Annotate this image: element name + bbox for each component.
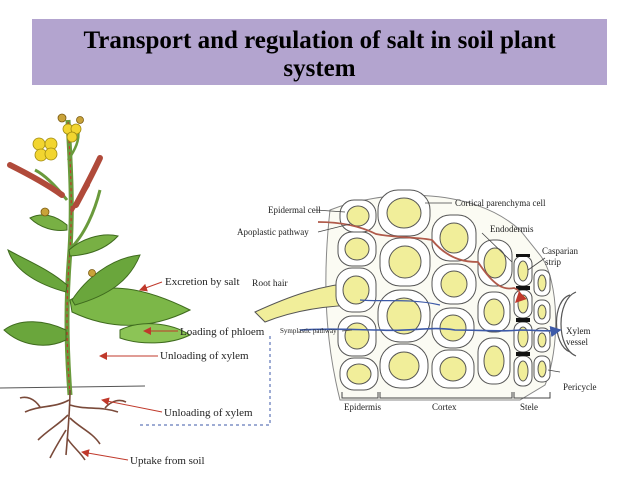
slide-title-line-2: system (283, 55, 356, 82)
symplastic-pathway-line (299, 326, 562, 338)
flower-bud (88, 269, 96, 277)
flower-bud (76, 116, 84, 124)
seed-pod (70, 183, 90, 212)
plant-arrows (81, 281, 178, 461)
label-pericycle: Pericycle (563, 382, 596, 392)
root-system (19, 389, 127, 461)
flower-bud (57, 113, 67, 123)
title-banner: Transport and regulation of salt in soil… (32, 19, 607, 85)
flower-bud (40, 207, 50, 217)
label-apoplastic-pathway: Apoplastic pathway (237, 227, 309, 237)
label-uptake-from-soil: Uptake from soil (130, 455, 205, 467)
flower (32, 137, 58, 162)
label-stele: Stele (520, 402, 538, 412)
leaf (7, 248, 68, 293)
label-epidermis: Epidermis (344, 402, 381, 412)
flower (62, 123, 82, 143)
casparian-strip (516, 254, 530, 356)
label-loading-of-phloem: Loading of phloem (180, 326, 265, 338)
label-vessel: vessel (566, 337, 588, 347)
xylem-vessel (555, 294, 571, 353)
label-cortex: Cortex (432, 402, 457, 412)
seed-pod (7, 162, 65, 198)
bracket-epidermis (341, 392, 379, 399)
slide-title-line-1: Transport and regulation of salt in soil… (83, 27, 556, 54)
apoplastic-pathway-line (317, 221, 519, 291)
label-strip: strip (545, 257, 562, 267)
cross-section-leaders (315, 202, 561, 373)
label-casparian: Casparian (542, 246, 578, 256)
plant-illustration (0, 113, 192, 461)
label-excretion-by-salt: Excretion by salt (165, 276, 240, 288)
soil-line (0, 385, 146, 389)
bracket-cortex (379, 392, 513, 399)
label-epidermal-cell: Epidermal cell (268, 205, 321, 215)
label-unloading-of-xylem-upper: Unloading of xylem (160, 350, 249, 362)
label-unloading-of-xylem-lower: Unloading of xylem (164, 407, 253, 419)
label-symplastic-pathway: Symplastic pathway (280, 327, 337, 335)
zoom-connector (140, 335, 271, 426)
label-endodermis: Endodermis (490, 224, 534, 234)
leaf (119, 323, 192, 344)
leaf (29, 214, 68, 231)
root-cross-section (254, 189, 577, 401)
bracket-stele (513, 392, 551, 399)
label-xylem: Xylem (566, 326, 591, 336)
leaf (68, 234, 119, 257)
label-cortical-parenchyma-cell: Cortical parenchyma cell (455, 198, 546, 208)
leaf (3, 321, 67, 346)
leaf (71, 254, 141, 306)
label-root-hair: Root hair (252, 279, 288, 289)
plant-stem (64, 119, 74, 396)
